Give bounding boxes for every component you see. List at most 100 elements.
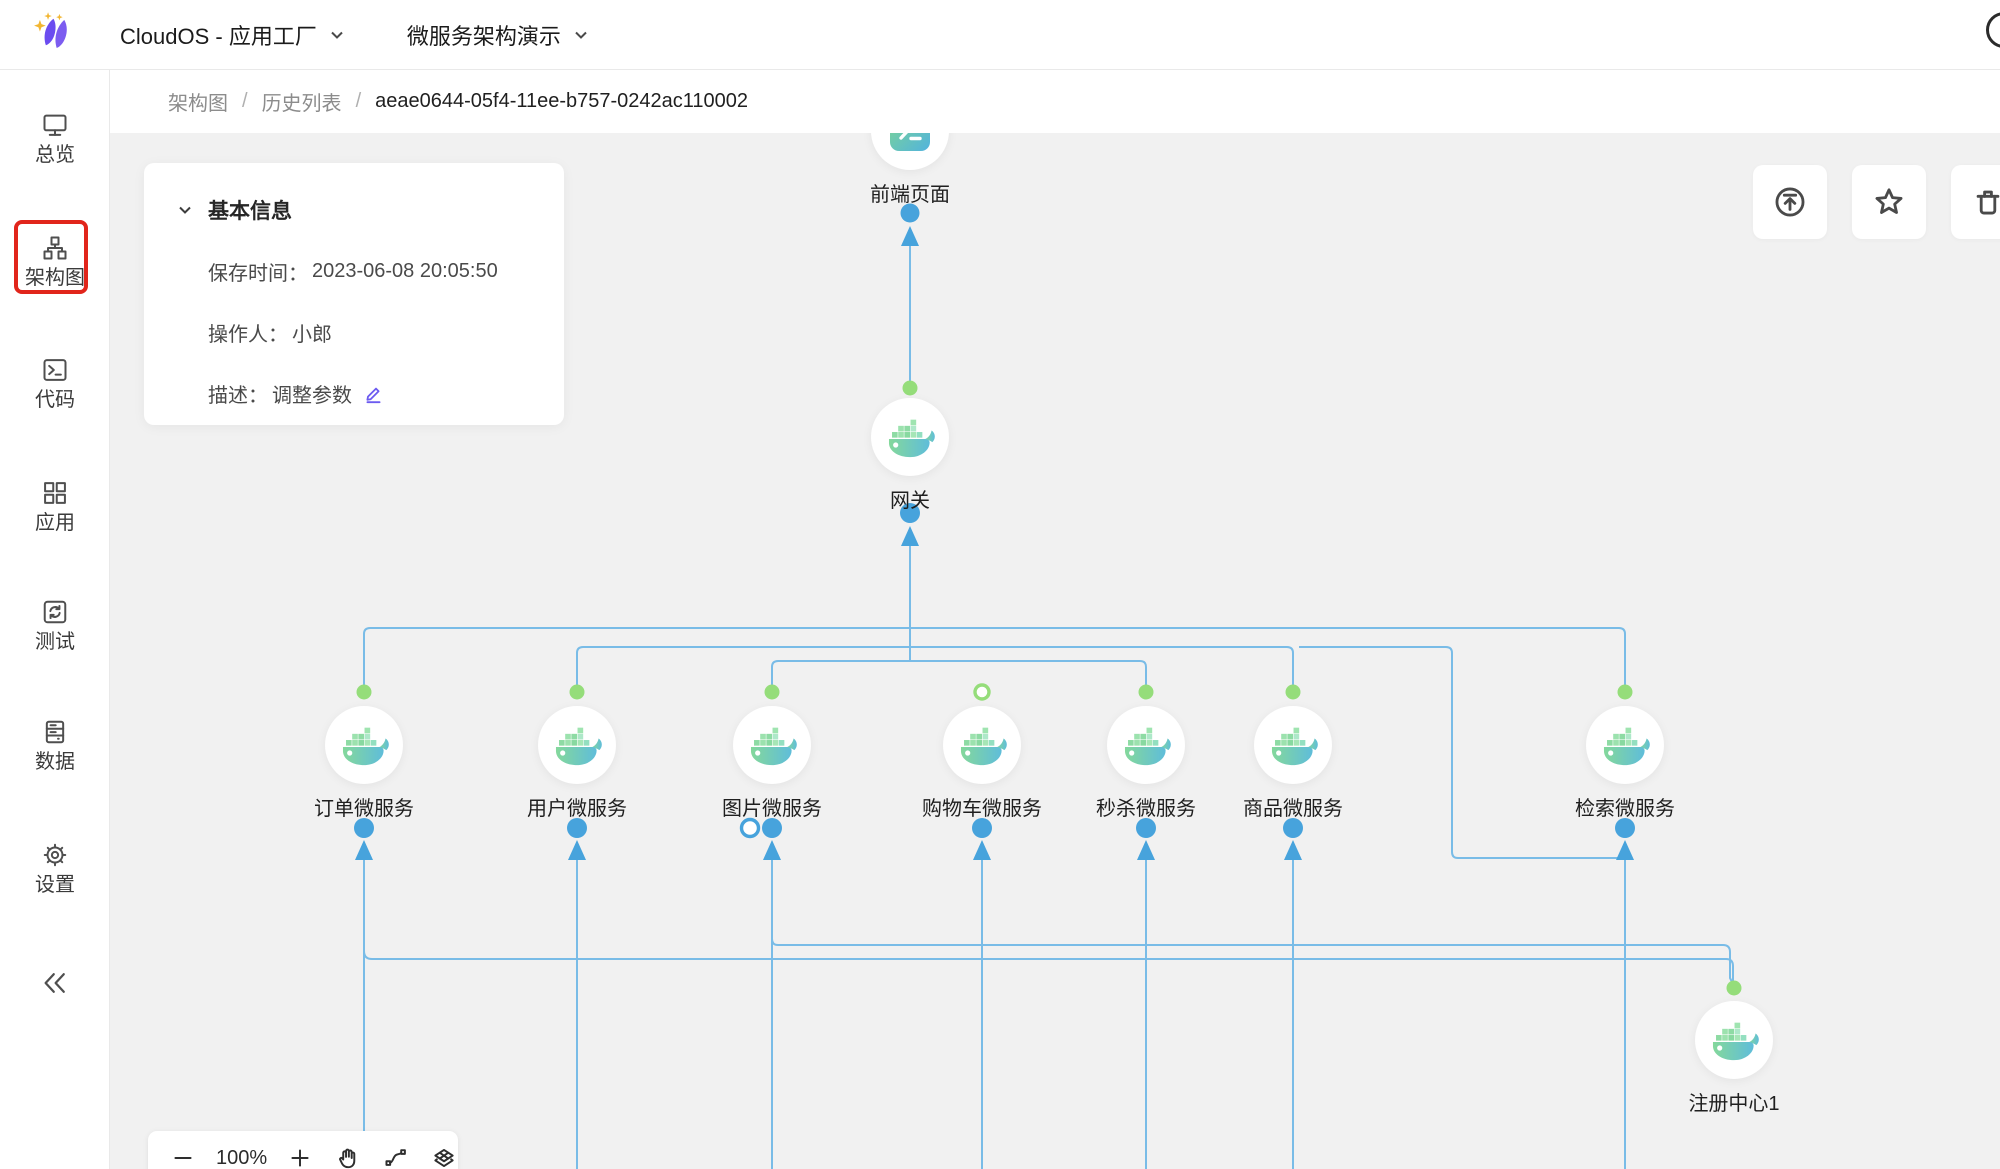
- test-cycle-icon: [43, 600, 67, 624]
- basic-info-panel: 基本信息 保存时间： 2023-06-08 20:05:50 操作人： 小郎 描…: [144, 163, 564, 425]
- docker-whale-icon: [746, 719, 798, 771]
- sidebar-item-code[interactable]: 代码: [0, 356, 110, 411]
- gear-icon: [43, 843, 67, 867]
- chevron-down-icon: [179, 206, 191, 214]
- brand-logo-icon[interactable]: [28, 9, 80, 61]
- node-circle: [1695, 1001, 1773, 1079]
- node-circle: [538, 706, 616, 784]
- node-circle: [943, 706, 1021, 784]
- node-frontend[interactable]: 前端页面: [840, 133, 980, 207]
- field-label: 操作人：: [208, 324, 288, 346]
- node-circle: [1254, 706, 1332, 784]
- sidebar-item-architecture[interactable]: 架构图: [0, 234, 110, 289]
- sidebar-item-label: 设置: [35, 874, 75, 896]
- breadcrumb-separator: /: [242, 90, 248, 112]
- delete-button[interactable]: [1951, 165, 2000, 239]
- field-value: 调整参数: [272, 385, 352, 407]
- zoom-out-button[interactable]: [170, 1145, 196, 1169]
- docker-whale-icon: [1120, 719, 1172, 771]
- node-circle: [871, 133, 949, 170]
- node-seckill-service[interactable]: 秒杀微服务: [1076, 706, 1216, 821]
- edges-layer: [354, 203, 1742, 1169]
- sidebar-item-label: 测试: [35, 631, 75, 653]
- node-user-service[interactable]: 用户微服务: [507, 706, 647, 821]
- node-circle: [733, 706, 811, 784]
- minus-icon: [174, 1157, 192, 1159]
- node-order-service[interactable]: 订单微服务: [294, 706, 434, 821]
- info-row-description: 描述： 调整参数: [144, 379, 564, 408]
- sidebar-item-data[interactable]: 数据: [0, 718, 110, 773]
- docker-whale-icon: [884, 411, 936, 463]
- node-label: 商品微服务: [1243, 798, 1343, 820]
- star-icon: [1875, 188, 1903, 214]
- layers-tool-button[interactable]: [431, 1145, 457, 1169]
- sidebar-item-apps[interactable]: 应用: [0, 479, 110, 534]
- architecture-icon: [43, 236, 67, 260]
- layers-icon: [434, 1149, 454, 1167]
- product-title: CloudOS - 应用工厂: [120, 23, 317, 49]
- workspace-title: 微服务架构演示: [406, 23, 561, 49]
- node-label: 网关: [890, 490, 930, 512]
- field-value: 2023-06-08 20:05:50: [312, 260, 498, 282]
- panel-title: 基本信息: [208, 200, 292, 223]
- docker-whale-icon: [338, 719, 390, 771]
- zoom-toolbar: 100%: [148, 1131, 458, 1169]
- sidebar-collapse-button[interactable]: [0, 968, 110, 1003]
- hand-icon: [339, 1148, 356, 1169]
- breadcrumb-item-history[interactable]: 历史列表: [261, 93, 342, 115]
- node-circle: [871, 398, 949, 476]
- sidebar-item-test[interactable]: 测试: [0, 598, 110, 653]
- workspace-switcher[interactable]: 微服务架构演示: [407, 19, 589, 51]
- node-goods-service[interactable]: 商品微服务: [1223, 706, 1363, 821]
- basic-info-collapse[interactable]: 基本信息: [144, 163, 564, 225]
- node-circle: [1586, 706, 1664, 784]
- chevron-down-icon: [575, 31, 587, 39]
- docker-whale-icon: [1267, 719, 1319, 771]
- monitor-icon: [43, 114, 67, 136]
- node-label: 订单微服务: [314, 798, 414, 820]
- sidebar-item-label: 应用: [35, 512, 75, 534]
- info-row-save-time: 保存时间： 2023-06-08 20:05:50: [144, 257, 564, 286]
- node-search-service[interactable]: 检索微服务: [1555, 706, 1695, 821]
- connector-tool-button[interactable]: [383, 1145, 409, 1169]
- user-avatar[interactable]: [1986, 12, 2000, 48]
- breadcrumb: 架构图 / 历史列表 / aeae0644-05f4-11ee-b757-024…: [110, 70, 2000, 133]
- sidebar-item-settings[interactable]: 设置: [0, 841, 110, 896]
- info-row-operator: 操作人： 小郎: [144, 318, 564, 347]
- double-chevron-left-icon: [44, 973, 65, 993]
- sidebar-item-overview[interactable]: 总览: [0, 111, 110, 166]
- sidebar-item-label: 总览: [35, 144, 75, 166]
- node-label: 秒杀微服务: [1096, 798, 1196, 820]
- apps-icon: [44, 482, 66, 504]
- docker-whale-icon: [1599, 719, 1651, 771]
- plus-icon: [291, 1149, 309, 1167]
- pan-tool-button[interactable]: [335, 1145, 361, 1169]
- product-switcher[interactable]: CloudOS - 应用工厂: [120, 19, 345, 51]
- node-label: 检索微服务: [1575, 798, 1675, 820]
- node-circle: [1107, 706, 1185, 784]
- diagram-canvas[interactable]: 前端页面 网关 订单微服务 用户微服务 图片微服务 购物车微服务: [110, 133, 2000, 1169]
- database-icon: [45, 720, 65, 744]
- edit-description-button[interactable]: [364, 384, 384, 404]
- breadcrumb-item-architecture[interactable]: 架构图: [168, 93, 228, 115]
- zoom-level: 100%: [216, 1146, 268, 1169]
- node-gateway[interactable]: 网关: [840, 398, 980, 513]
- zoom-in-button[interactable]: [287, 1145, 313, 1169]
- favorite-button[interactable]: [1852, 165, 1926, 239]
- node-image-service[interactable]: 图片微服务: [702, 706, 842, 821]
- node-circle: [325, 706, 403, 784]
- upload-circle-icon: [1775, 187, 1805, 217]
- docker-whale-icon: [956, 719, 1008, 771]
- node-label: 注册中心1: [1688, 1093, 1780, 1115]
- field-label: 保存时间：: [208, 263, 308, 285]
- node-label: 图片微服务: [722, 798, 822, 820]
- sidebar-item-label: 代码: [35, 389, 75, 411]
- publish-button[interactable]: [1753, 165, 1827, 239]
- web-terminal-icon: [888, 133, 932, 153]
- sidebar-item-label: 架构图: [25, 267, 85, 289]
- breadcrumb-item-current: aeae0644-05f4-11ee-b757-0242ac110002: [375, 90, 749, 112]
- app-header: CloudOS - 应用工厂 微服务架构演示: [0, 0, 2000, 70]
- node-cart-service[interactable]: 购物车微服务: [912, 706, 1052, 821]
- node-registry[interactable]: 注册中心1: [1664, 1001, 1804, 1116]
